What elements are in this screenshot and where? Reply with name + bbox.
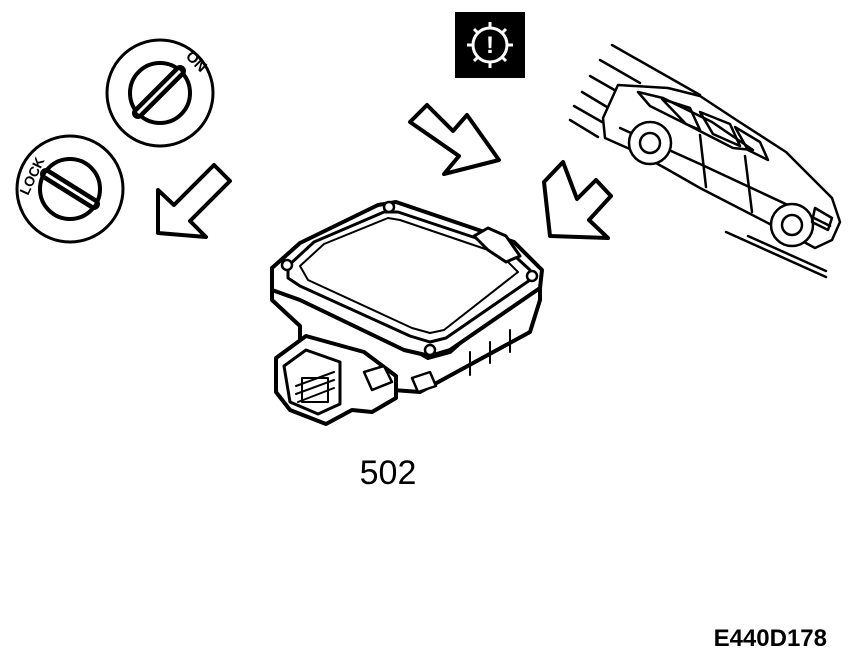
vehicle-icon xyxy=(568,43,842,279)
arrow-from-warning-lamp-icon xyxy=(408,103,501,176)
ignition-switch-lock-icon xyxy=(15,134,125,244)
warning-lamp-symbol: ! xyxy=(486,32,494,59)
arrow-from-vehicle-icon xyxy=(542,160,613,240)
figure-code-label: E440D178 xyxy=(714,625,827,652)
ignition-switch-on-icon xyxy=(105,38,215,148)
control-module-icon xyxy=(270,200,544,426)
arrow-from-ignition-icon xyxy=(156,163,232,239)
part-number-label: 502 xyxy=(360,454,417,492)
warning-lamp-icon: ! xyxy=(455,12,525,78)
